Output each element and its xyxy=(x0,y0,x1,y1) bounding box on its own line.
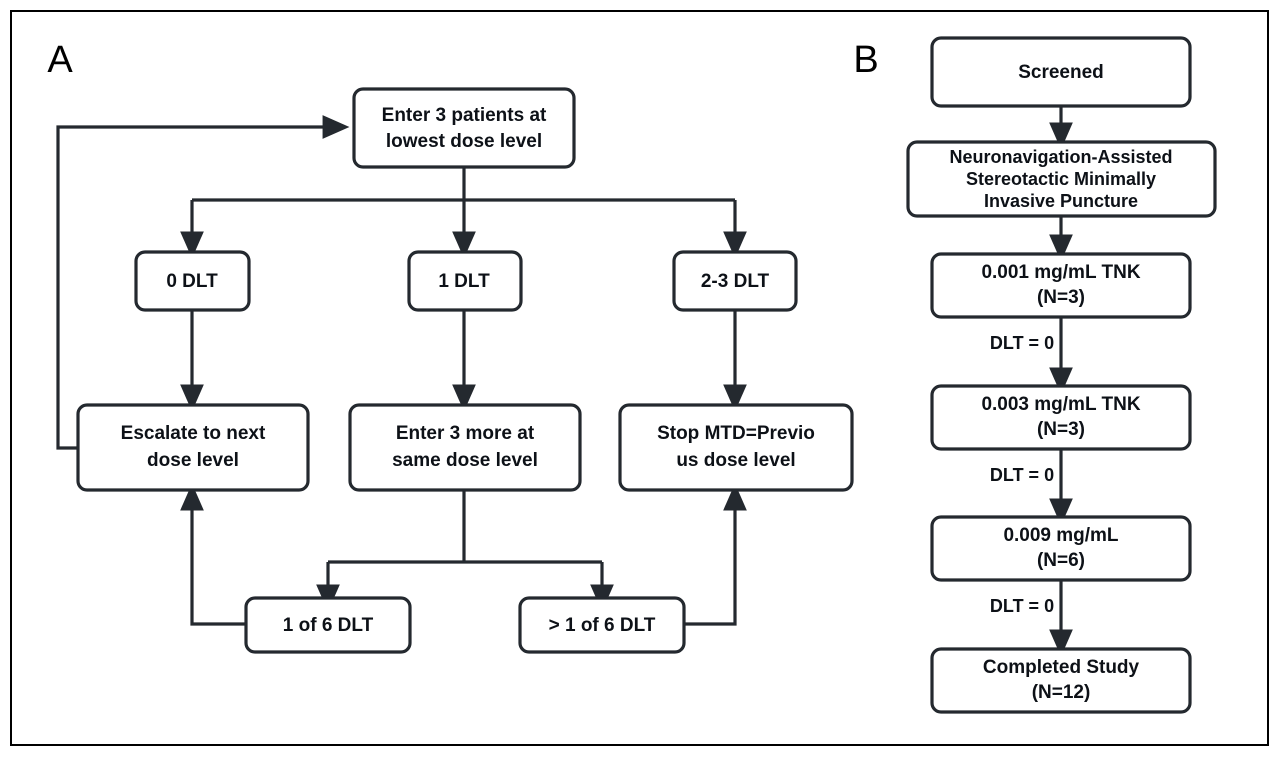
dose-0003-tnk-line-2: (N=3) xyxy=(1037,419,1085,440)
screened-label: Screened xyxy=(1018,62,1104,83)
completed-study-line-2: (N=12) xyxy=(1032,682,1091,703)
two-three-dlt-label: 2-3 DLT xyxy=(701,271,770,292)
enter-3-more-same-dose-box[interactable]: Enter 3 more at same dose level xyxy=(348,403,582,492)
dose-0009-line-2: (N=6) xyxy=(1037,550,1085,571)
stop-mtd-previous-dose-box[interactable]: Stop MTD=Previo us dose level xyxy=(618,403,854,492)
screened-box[interactable]: Screened xyxy=(930,36,1192,108)
greater-than-one-of-six-dlt-label: > 1 of 6 DLT xyxy=(549,615,656,636)
completed-study-line-1: Completed Study xyxy=(983,657,1140,678)
dlt-equals-zero-label-1: DLT = 0 xyxy=(990,333,1054,353)
escalate-next-dose-line-1: Escalate to next xyxy=(121,423,266,444)
enter-3-more-same-dose-line-2: same dose level xyxy=(392,450,538,471)
escalate-next-dose-box-shape[interactable] xyxy=(76,403,310,492)
dose-0003-tnk-box[interactable]: 0.003 mg/mL TNK (N=3) xyxy=(930,384,1192,451)
zero-dlt-label: 0 DLT xyxy=(166,271,218,292)
stop-mtd-previous-dose-box-shape[interactable] xyxy=(618,403,854,492)
escalate-next-dose-line-2: dose level xyxy=(147,450,239,471)
enter-3-patients-lowest-dose-line-2: lowest dose level xyxy=(386,131,542,152)
enter-3-patients-lowest-dose-box[interactable]: Enter 3 patients at lowest dose level xyxy=(352,87,576,169)
panel-a-3plus3-dose-escalation-scheme: A xyxy=(47,39,854,654)
neuronavigation-puncture-line-3: Invasive Puncture xyxy=(984,191,1138,211)
enter-3-more-same-dose-line-1: Enter 3 more at xyxy=(396,423,535,444)
dlt-equals-zero-label-2: DLT = 0 xyxy=(990,465,1054,485)
greater-than-one-of-six-dlt-box[interactable]: > 1 of 6 DLT xyxy=(518,596,686,654)
edge-escalate-to-enter3 xyxy=(56,115,350,450)
enter-3-patients-lowest-dose-line-1: Enter 3 patients at xyxy=(382,105,547,126)
dose-0003-tnk-box-shape[interactable] xyxy=(930,384,1192,451)
one-of-six-dlt-box[interactable]: 1 of 6 DLT xyxy=(244,596,412,654)
completed-study-box[interactable]: Completed Study (N=12) xyxy=(930,647,1192,714)
dose-0003-tnk-line-1: 0.003 mg/mL TNK xyxy=(981,394,1140,415)
neuronavigation-puncture-line-1: Neuronavigation-Assisted xyxy=(949,147,1172,167)
screened-box-shape[interactable] xyxy=(930,36,1192,108)
panel-b-label: B xyxy=(853,39,878,81)
one-dlt-box[interactable]: 1 DLT xyxy=(407,250,523,312)
two-three-dlt-box-shape[interactable] xyxy=(672,250,798,312)
panel-a-connectors xyxy=(56,115,747,626)
escalate-next-dose-box[interactable]: Escalate to next dose level xyxy=(76,403,310,492)
panel-a-label: A xyxy=(47,39,73,81)
neuronavigation-puncture-box-shape[interactable] xyxy=(906,140,1217,218)
enter-3-more-same-dose-box-shape[interactable] xyxy=(348,403,582,492)
one-dlt-box-shape[interactable] xyxy=(407,250,523,312)
dose-0001-tnk-line-2: (N=3) xyxy=(1037,287,1085,308)
dose-0001-tnk-box[interactable]: 0.001 mg/mL TNK (N=3) xyxy=(930,252,1192,319)
one-of-six-dlt-box-shape[interactable] xyxy=(244,596,412,654)
one-dlt-label: 1 DLT xyxy=(438,271,490,292)
one-of-six-dlt-label: 1 of 6 DLT xyxy=(283,615,374,636)
stop-mtd-previous-dose-line-2: us dose level xyxy=(676,450,795,471)
neuronavigation-puncture-line-2: Stereotactic Minimally xyxy=(966,169,1156,189)
dose-0009-box[interactable]: 0.009 mg/mL (N=6) xyxy=(930,515,1192,582)
two-three-dlt-box[interactable]: 2-3 DLT xyxy=(672,250,798,312)
dose-0001-tnk-box-shape[interactable] xyxy=(930,252,1192,319)
zero-dlt-box[interactable]: 0 DLT xyxy=(134,250,251,312)
zero-dlt-box-shape[interactable] xyxy=(134,250,251,312)
enter-3-patients-lowest-dose-box-shape[interactable] xyxy=(352,87,576,169)
completed-study-box-shape[interactable] xyxy=(930,647,1192,714)
edge-gt1of6-to-stopmtd xyxy=(684,483,747,626)
neuronavigation-puncture-box[interactable]: Neuronavigation-Assisted Stereotactic Mi… xyxy=(906,140,1217,218)
greater-than-one-of-six-dlt-box-shape[interactable] xyxy=(518,596,686,654)
panel-b-trial-flow-diagram: B DLT = 0 DLT = 0 DLT = 0 Screened N xyxy=(853,36,1217,714)
dlt-equals-zero-label-3: DLT = 0 xyxy=(990,596,1054,616)
stop-mtd-previous-dose-line-1: Stop MTD=Previo xyxy=(657,423,815,444)
dose-0001-tnk-line-1: 0.001 mg/mL TNK xyxy=(981,262,1140,283)
dose-0009-line-1: 0.009 mg/mL xyxy=(1003,525,1118,546)
dose-0009-box-shape[interactable] xyxy=(930,515,1192,582)
edge-1of6-to-escalate xyxy=(180,483,246,626)
